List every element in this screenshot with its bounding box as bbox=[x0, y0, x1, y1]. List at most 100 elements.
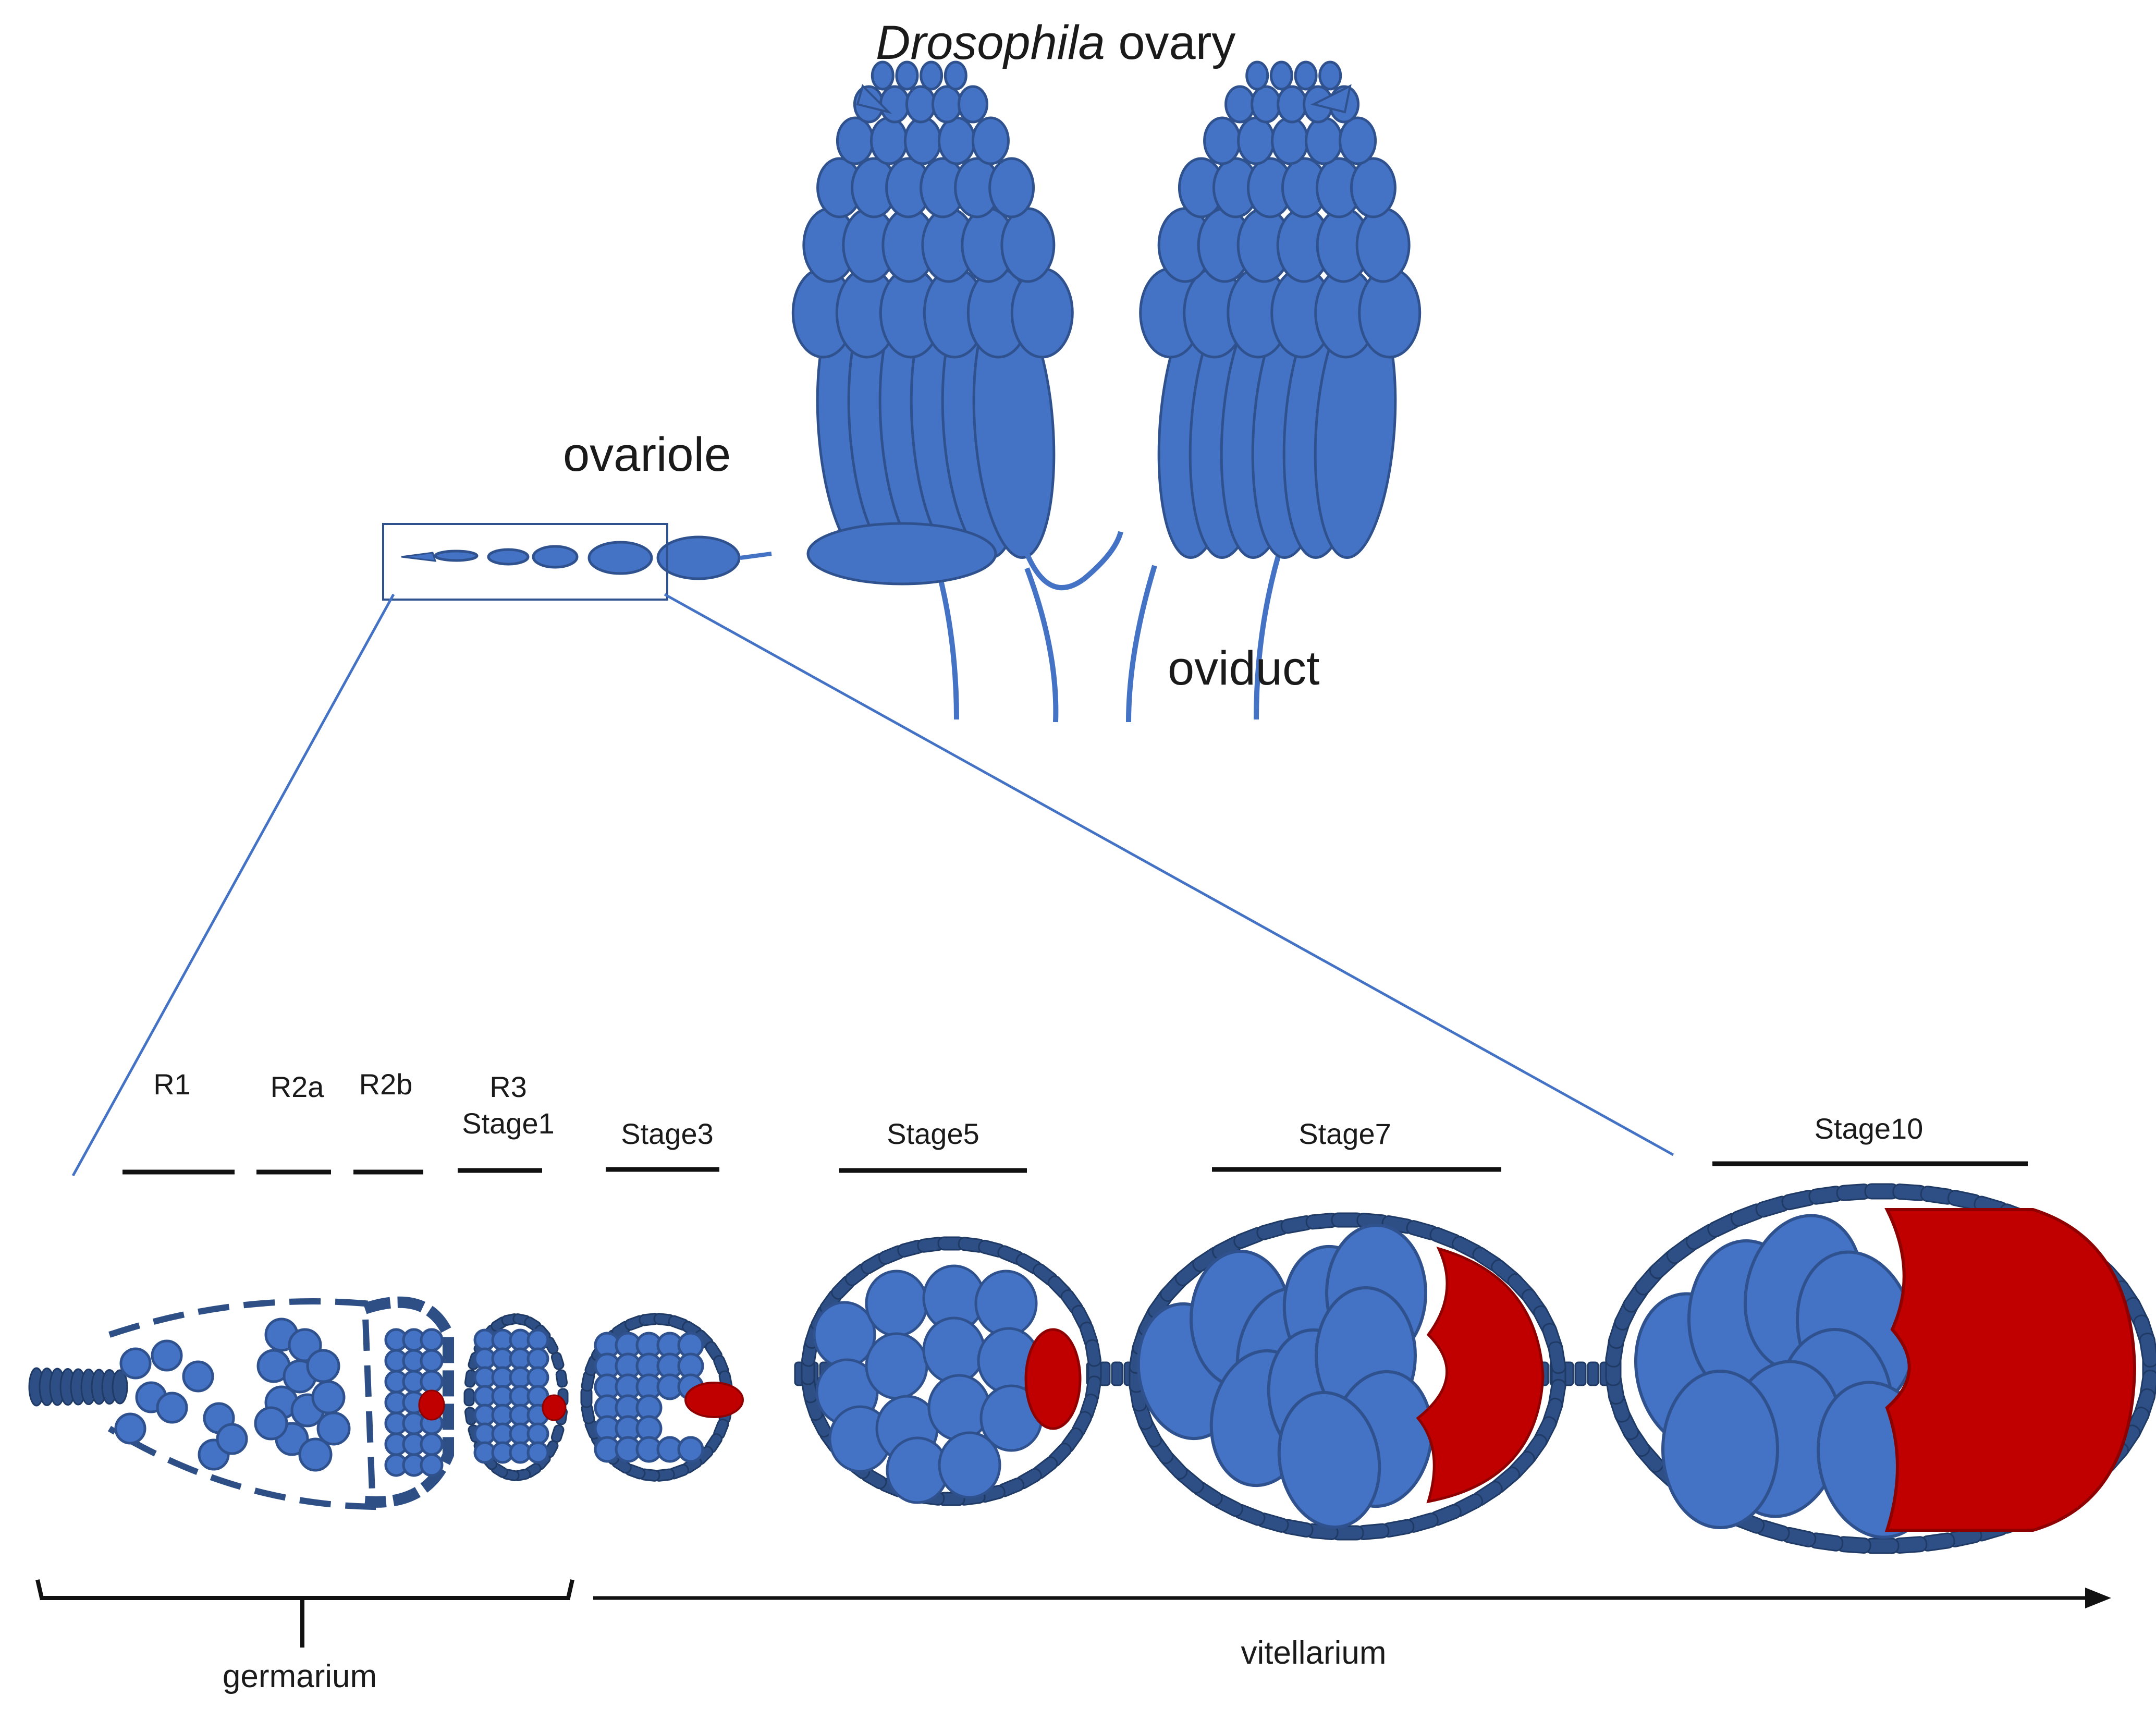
ovary-illustration bbox=[401, 60, 1422, 723]
germline-stem-cell bbox=[114, 1412, 146, 1445]
stage-label-r3-line2: Stage1 bbox=[462, 1107, 555, 1140]
cyst-cell bbox=[306, 1349, 340, 1383]
egg-chamber bbox=[903, 116, 942, 165]
oocyte bbox=[1884, 1208, 2137, 1532]
germarium-bracket bbox=[35, 1579, 574, 1600]
follicle-cell bbox=[2139, 1332, 2156, 1368]
stage-label-stage7: Stage7 bbox=[1298, 1117, 1391, 1150]
egg-chamber bbox=[957, 85, 988, 124]
nurse-cell bbox=[865, 1270, 928, 1337]
nurse-cell bbox=[865, 1332, 928, 1400]
stage-label-r2a: R2a bbox=[270, 1070, 324, 1103]
ovariole-chamber bbox=[656, 535, 741, 580]
follicle-cell bbox=[555, 1369, 568, 1388]
ovariole-label: ovariole bbox=[563, 428, 731, 481]
zoom-box bbox=[382, 523, 668, 601]
egg-chamber bbox=[869, 116, 908, 165]
follicle-cell bbox=[463, 1388, 475, 1407]
nurse-cell bbox=[922, 1316, 986, 1384]
stage-label-r1: R1 bbox=[153, 1068, 191, 1101]
egg-chamber bbox=[1305, 116, 1343, 165]
egg-chamber bbox=[879, 85, 910, 124]
egg-chamber bbox=[1269, 60, 1293, 91]
stalk-cell bbox=[1574, 1361, 1587, 1386]
egg-chamber bbox=[971, 116, 1010, 165]
germline-stem-cell bbox=[151, 1339, 183, 1372]
nurse-cell bbox=[526, 1422, 549, 1445]
egg-chamber bbox=[1203, 116, 1242, 165]
oviduct-branch bbox=[1254, 541, 1285, 720]
cyst-cell bbox=[311, 1380, 346, 1414]
stalk-cell bbox=[1111, 1361, 1123, 1386]
stalk-cell bbox=[1587, 1361, 1599, 1386]
egg-chamber bbox=[871, 60, 895, 91]
r2b-envelope bbox=[363, 1296, 454, 1508]
ovary-tip bbox=[856, 84, 892, 114]
oviduct-label: oviduct bbox=[1168, 642, 1320, 695]
oviduct-left bbox=[1024, 567, 1059, 723]
egg-chamber-series bbox=[28, 1183, 2156, 1554]
nurse-cell bbox=[1661, 1370, 1779, 1529]
oocyte bbox=[542, 1394, 567, 1421]
ovariole-chamber bbox=[434, 550, 479, 562]
title-rest: ovary bbox=[1105, 16, 1236, 69]
ovariole-tip bbox=[401, 552, 437, 562]
germline-stem-cell bbox=[119, 1347, 152, 1380]
left-ovary-lobe bbox=[791, 60, 1074, 720]
cyst-cell bbox=[420, 1453, 444, 1477]
zoom-callout bbox=[71, 523, 1674, 1177]
egg-chamber bbox=[836, 116, 874, 165]
follicle-cell bbox=[1085, 1339, 1101, 1367]
vitellarium-label: vitellarium bbox=[1241, 1635, 1387, 1671]
right-ovary-lobe bbox=[1139, 60, 1422, 720]
egg-chamber bbox=[1237, 116, 1276, 165]
ovariole-chamber bbox=[532, 545, 579, 569]
oocyte bbox=[418, 1389, 445, 1421]
stage-label-r3-line1: R3 bbox=[489, 1070, 527, 1103]
germline-stem-cell bbox=[182, 1360, 214, 1393]
ovariole-strand bbox=[401, 522, 997, 585]
vitellarium-arrow-head bbox=[2085, 1588, 2111, 1608]
oocyte bbox=[684, 1382, 744, 1418]
stage-label-stage5: Stage5 bbox=[887, 1117, 979, 1150]
nurse-cell bbox=[526, 1347, 549, 1370]
egg-chamber bbox=[1245, 60, 1269, 91]
egg-chamber bbox=[895, 60, 919, 91]
egg-chamber bbox=[1010, 267, 1074, 359]
egg-chamber bbox=[1294, 60, 1318, 91]
zoom-line-left bbox=[71, 593, 395, 1177]
ovariole-chamber bbox=[806, 522, 997, 585]
stage-label-r2b: R2b bbox=[359, 1068, 413, 1101]
stage-bars bbox=[123, 1161, 2028, 1175]
nurse-cell bbox=[813, 1301, 876, 1369]
egg-chamber bbox=[1350, 157, 1396, 218]
terminal-filament-cell bbox=[112, 1369, 128, 1405]
oviduct-right bbox=[1126, 565, 1157, 723]
follicle-cell bbox=[1548, 1341, 1566, 1374]
egg-chamber bbox=[1251, 85, 1282, 124]
cyst-cell bbox=[316, 1411, 351, 1446]
germline-stem-cell bbox=[216, 1423, 248, 1455]
egg-chamber bbox=[937, 116, 976, 165]
cyst-cell bbox=[298, 1437, 333, 1472]
nurse-cell bbox=[974, 1270, 1038, 1337]
cyst-cell bbox=[420, 1349, 444, 1373]
egg-chamber bbox=[920, 60, 944, 91]
germarium-label: germarium bbox=[222, 1658, 377, 1694]
egg-chamber bbox=[1318, 60, 1342, 91]
nurse-cell bbox=[938, 1431, 1001, 1499]
egg-chamber bbox=[944, 60, 967, 91]
germline-stem-cell bbox=[156, 1392, 188, 1424]
follicle-cell bbox=[550, 1351, 565, 1370]
follicle-cell bbox=[550, 1424, 565, 1443]
egg-chamber bbox=[905, 85, 936, 124]
cyst-cell bbox=[420, 1328, 444, 1352]
nurse-cell bbox=[526, 1441, 549, 1464]
diagram-title: Drosophila ovary bbox=[876, 16, 1235, 70]
cyst-cell bbox=[420, 1432, 444, 1456]
ovary-tip bbox=[1310, 84, 1352, 114]
nurse-cell bbox=[526, 1328, 549, 1351]
zoom-line-right bbox=[664, 593, 1674, 1156]
